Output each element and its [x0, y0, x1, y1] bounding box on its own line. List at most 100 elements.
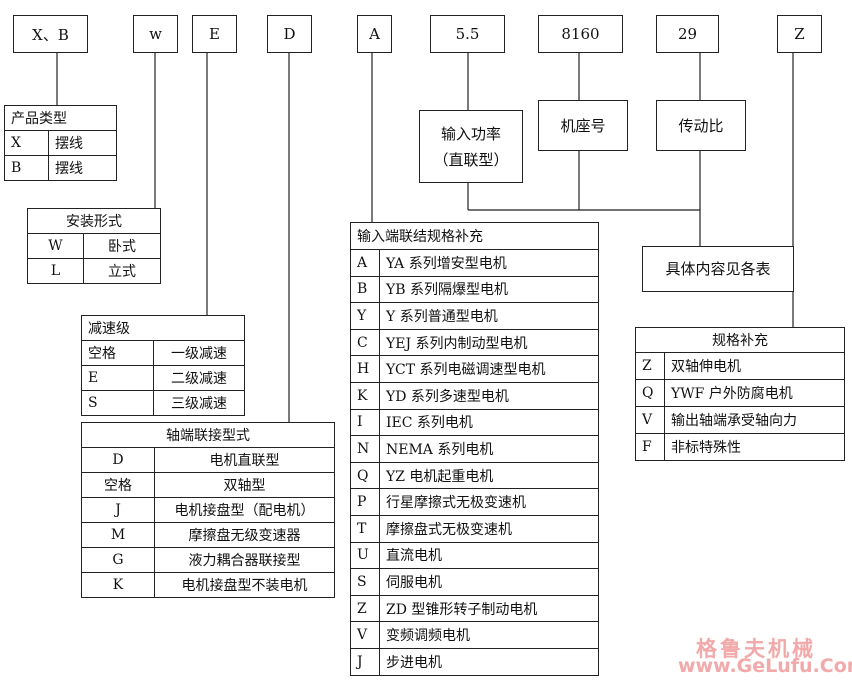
input-spec-code: T	[350, 514, 380, 543]
product-type-code: B	[4, 155, 49, 181]
watermark-cn: 格鲁夫机械	[696, 637, 816, 661]
input-spec-desc: YEJ 系列内制动型电机	[379, 328, 599, 357]
shaft-connection-code: M	[81, 522, 155, 548]
shaft-connection-code: D	[81, 447, 155, 473]
mount-type-desc: 卧式	[83, 233, 161, 259]
shaft-connection-table: 轴端联接型式 D 电机直联型 空格 双轴型 J 电机接盘型（配电机） M 摩擦盘…	[81, 422, 335, 598]
watermark-url: www.GeLufu.Com	[678, 655, 852, 677]
code-product-type: X、B	[32, 25, 69, 44]
spec-supplement-code: Z	[635, 352, 665, 380]
code-box-mount: w	[133, 15, 178, 53]
shaft-connection-desc: 电机直联型	[154, 447, 335, 473]
table-row: D 电机直联型	[81, 447, 335, 473]
spec-supplement-desc: 输出轴端承受轴向力	[664, 406, 845, 434]
code-box-shaft: D	[267, 15, 312, 53]
reduction-stage-desc: 三级减速	[153, 390, 245, 416]
code-frame: 8160	[561, 25, 600, 43]
input-power-label: 输入功率	[440, 124, 501, 143]
code-box-power: 5.5	[430, 15, 505, 53]
mount-type-table: 安装形式 W 卧式 L 立式	[27, 208, 161, 284]
spec-supplement-code: V	[635, 406, 665, 434]
shaft-connection-code: J	[81, 497, 155, 523]
mount-type-code: W	[27, 233, 84, 259]
code-spec: Z	[794, 25, 805, 43]
table-row: W 卧式	[27, 233, 161, 259]
frame-no-label: 机座号	[560, 116, 606, 135]
input-spec-code: I	[350, 408, 380, 437]
input-spec-code: Z	[350, 594, 380, 623]
code-box-input-spec: A	[357, 15, 392, 53]
product-type-code: X	[4, 130, 49, 156]
table-row: K 电机接盘型不装电机	[81, 572, 335, 598]
input-spec-code: C	[350, 328, 380, 357]
table-row: S 三级减速	[81, 390, 245, 416]
input-spec-desc: 变频调频电机	[379, 621, 599, 649]
mount-type-desc: 立式	[83, 258, 161, 284]
table-row: M 摩擦盘无级变速器	[81, 522, 335, 548]
spec-supplement-code: Q	[635, 379, 665, 407]
shaft-connection-desc: 电机接盘型不装电机	[154, 572, 335, 598]
spec-supplement-title: 规格补充	[635, 327, 845, 353]
shaft-connection-desc: 液力耦合器联接型	[154, 547, 335, 573]
code-mount: w	[149, 25, 162, 43]
reduction-stage-title: 减速级	[81, 315, 245, 341]
input-spec-code: U	[350, 541, 380, 570]
code-reduction: E	[209, 25, 220, 43]
input-power-box: 输入功率 （直联型）	[419, 110, 523, 183]
shaft-connection-code: 空格	[81, 472, 155, 498]
product-type-title: 产品类型	[4, 105, 117, 131]
input-spec-desc: YD 系列多速型电机	[379, 381, 599, 410]
input-spec-code: P	[350, 488, 380, 516]
shaft-connection-title: 轴端联接型式	[81, 422, 335, 448]
input-spec-desc: ZD 型锥形转子制动电机	[379, 594, 599, 623]
product-type-desc: 摆线	[48, 130, 117, 156]
shaft-connection-desc: 双轴型	[154, 472, 335, 498]
input-spec-code: S	[350, 568, 380, 596]
code-box-spec: Z	[777, 15, 822, 53]
table-row: L 立式	[27, 258, 161, 284]
input-spec-desc: YCT 系列电磁调速型电机	[379, 355, 599, 383]
shaft-connection-desc: 摩擦盘无级变速器	[154, 522, 335, 548]
reduction-stage-desc: 一级减速	[153, 340, 245, 366]
input-spec-code: V	[350, 621, 380, 649]
code-box-ratio: 29	[656, 15, 719, 53]
input-spec-desc: YA 系列增安型电机	[379, 249, 599, 277]
reduction-stage-code: 空格	[81, 340, 154, 366]
code-power: 5.5	[455, 25, 480, 43]
table-row: E 二级减速	[81, 365, 245, 391]
table-row: B 摆线	[4, 155, 117, 181]
input-spec-desc: YZ 电机起重电机	[379, 461, 599, 490]
reduction-stage-desc: 二级减速	[153, 365, 245, 391]
reduction-stage-code: E	[81, 365, 154, 391]
input-spec-code: K	[350, 381, 380, 410]
frame-no-box: 机座号	[538, 100, 628, 151]
input-spec-code: J	[350, 647, 380, 676]
code-input-spec: A	[369, 25, 380, 43]
input-spec-desc: 摩擦盘式无极变速机	[379, 514, 599, 543]
code-shaft: D	[283, 25, 296, 43]
table-row: G 液力耦合器联接型	[81, 547, 335, 573]
input-spec-code: Q	[350, 461, 380, 490]
spec-supplement-code: F	[635, 433, 665, 461]
input-spec-code: A	[350, 249, 380, 277]
